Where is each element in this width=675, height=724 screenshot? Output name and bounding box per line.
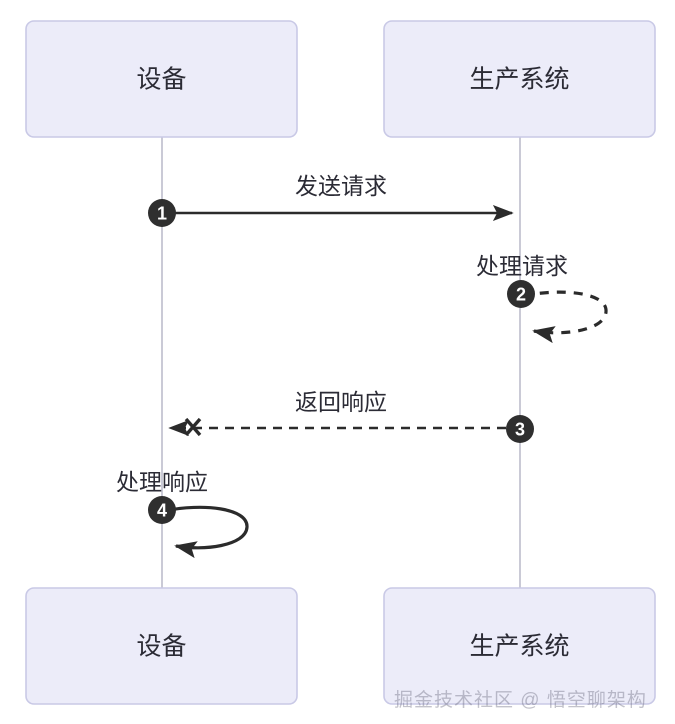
watermark-text: 掘金技术社区 @ 悟空聊架构: [394, 690, 647, 711]
actor-box-production-system-bottom[interactable]: [383, 587, 656, 705]
message-2-label: 处理请求: [476, 253, 568, 279]
actor-top-production-system[interactable]: 生产系统: [383, 20, 656, 138]
message-4-process-response[interactable]: 处理响应 4: [116, 469, 249, 559]
message-3-label: 返回响应: [295, 389, 387, 415]
lifelines-group: [161, 137, 521, 588]
actor-box-device-bottom[interactable]: [25, 587, 298, 705]
actor-bottom-device[interactable]: 设备: [25, 587, 298, 705]
actor-label-production-system-top: 生产系统: [469, 66, 569, 94]
message-4-seq-badge: 4: [148, 496, 176, 524]
message-4-self-loop: [163, 505, 249, 559]
message-2-self-loop: [522, 290, 608, 344]
message-1-label: 发送请求: [295, 173, 387, 199]
actor-label-device-bottom: 设备: [136, 633, 186, 661]
seq-badge-label-3: 3: [515, 420, 525, 440]
message-3-seq-badge: 3: [506, 415, 534, 443]
message-4-label: 处理响应: [116, 469, 208, 495]
actor-top-device[interactable]: 设备: [25, 20, 298, 138]
actor-label-device-top: 设备: [136, 66, 186, 94]
actor-label-production-system-bottom: 生产系统: [469, 633, 569, 661]
seq-badge-circle-1: [148, 199, 176, 227]
seq-badge-label-1: 1: [157, 204, 167, 224]
seq-badge-label-4: 4: [157, 501, 167, 521]
message-1-send-request[interactable]: 发送请求 1: [148, 173, 514, 227]
seq-badge-label-2: 2: [516, 285, 526, 305]
message-2-process-request[interactable]: 处理请求 2: [476, 253, 608, 344]
message-3-return-response[interactable]: 返回响应 3: [168, 389, 534, 443]
actor-box-device-top[interactable]: [25, 20, 298, 138]
seq-badge-circle-3: [506, 415, 534, 443]
seq-badge-circle-4: [148, 496, 176, 524]
seq-badge-circle-2: [507, 280, 535, 308]
message-1-seq-badge: 1: [148, 199, 176, 227]
message-2-seq-badge: 2: [507, 280, 535, 308]
actor-box-production-system-top[interactable]: [383, 20, 656, 138]
message-3-x-marker: [184, 417, 202, 437]
actor-bottom-production-system[interactable]: 生产系统: [383, 587, 656, 705]
x-marker-stroke-b: [184, 417, 202, 437]
